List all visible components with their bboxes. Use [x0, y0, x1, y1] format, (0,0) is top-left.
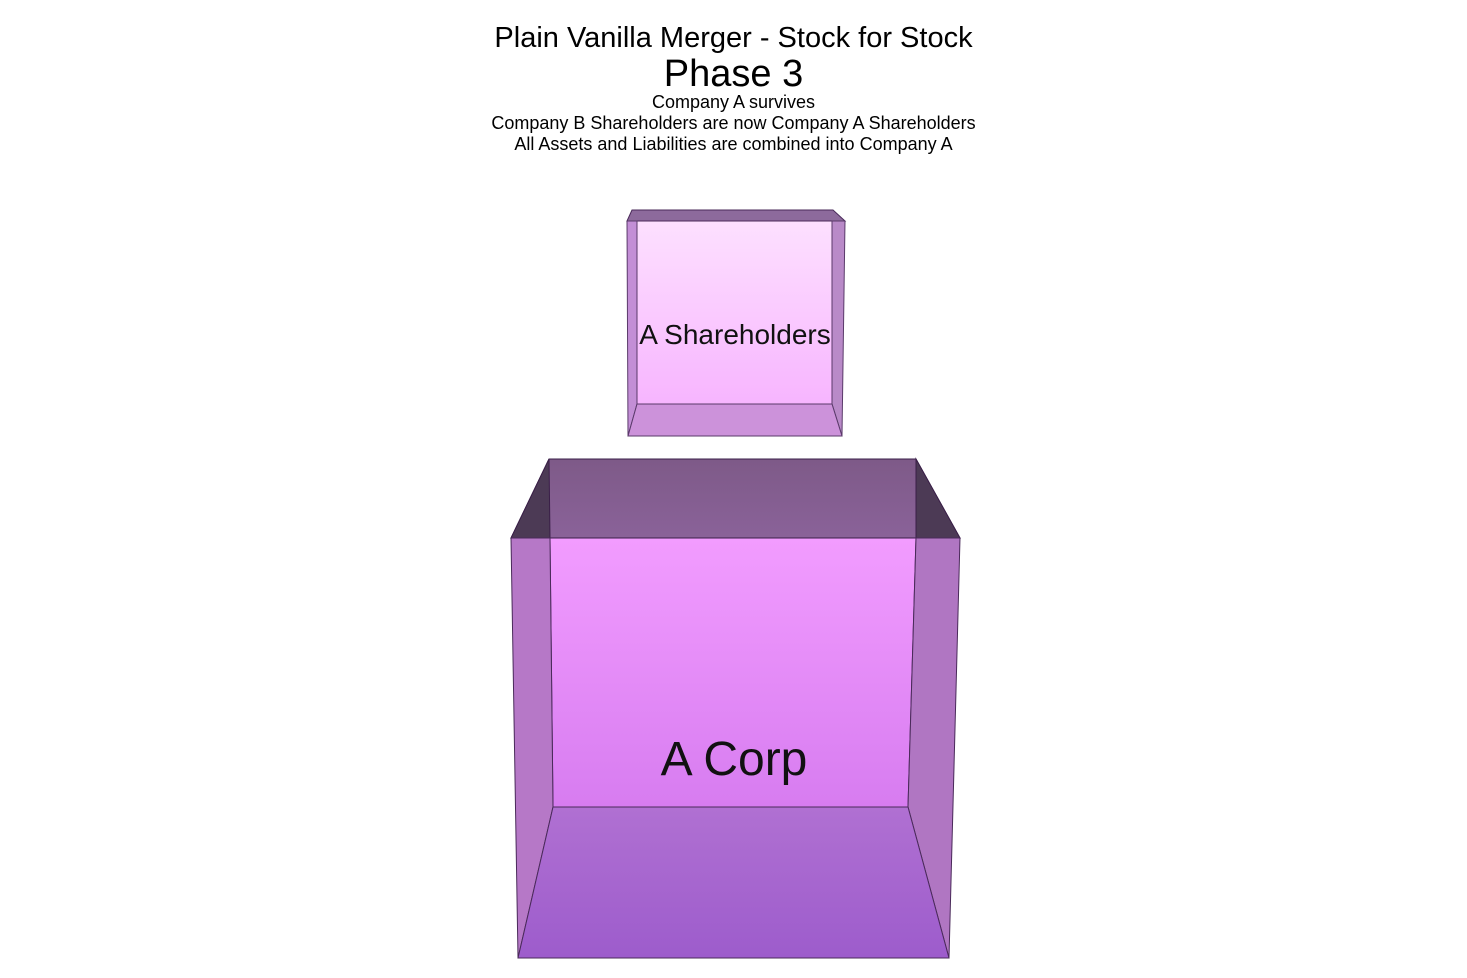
- note-line: Company B Shareholders are now Company A…: [491, 113, 976, 133]
- note-line: Company A survives: [651, 92, 816, 112]
- corp-box: A Corp: [510, 457, 961, 959]
- shareholders-top-face: [626, 209, 847, 222]
- phase-title: Phase 3: [663, 53, 804, 95]
- corp-label: A Corp: [661, 733, 808, 786]
- shareholders-back-face: [636, 220, 833, 405]
- diagram-title: Plain Vanilla Merger - Stock for Stock: [494, 22, 973, 54]
- corp-top-left-wedge: [510, 458, 551, 539]
- note-line: All Assets and Liabilities are combined …: [514, 134, 953, 154]
- shareholders-right-face: [831, 220, 846, 437]
- corp-floor-face: [517, 806, 950, 959]
- diagram-header: Plain Vanilla Merger - Stock for Stock P…: [0, 20, 1467, 155]
- shareholders-label: A Shareholders: [639, 319, 830, 350]
- shareholders-box: A Shareholders: [626, 209, 847, 437]
- shareholders-floor-face: [627, 403, 843, 437]
- corp-top-face: [510, 458, 961, 539]
- shareholders-left-face: [626, 220, 638, 437]
- corp-top-right-wedge: [915, 457, 961, 539]
